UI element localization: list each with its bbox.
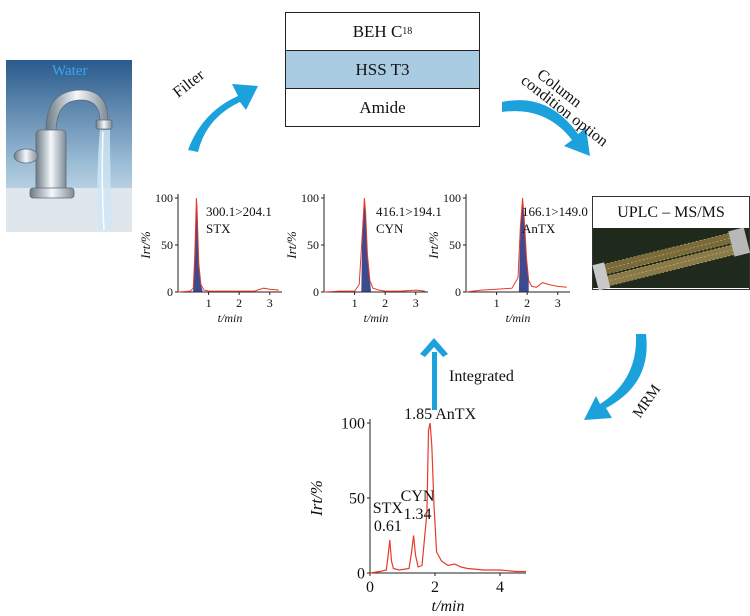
y-tick-label: 100	[341, 416, 365, 433]
column-amide: Amide	[359, 97, 406, 117]
data-series-line	[177, 197, 279, 293]
column-hss-t3: HSS T3	[286, 51, 479, 89]
y-tick-label: 0	[313, 285, 319, 299]
x-tick-label: 4	[496, 579, 504, 596]
y-tick-label: 0	[357, 566, 365, 583]
y-axis-label: Irt/%	[307, 480, 326, 517]
x-tick-label: 2	[236, 296, 242, 310]
water-label: Water	[52, 63, 88, 79]
column-beh-c18-subscript: 18	[402, 26, 413, 37]
data-series-line	[369, 422, 526, 574]
data-series-line	[465, 197, 567, 293]
transition-label: 166.1>149.0	[522, 204, 588, 219]
instrument-label: UPLC – MS/MS	[617, 203, 725, 221]
y-tick-label: 50	[349, 491, 365, 508]
x-tick-label: 3	[555, 296, 561, 310]
transition-label: 416.1>194.1	[376, 204, 442, 219]
x-axis-label: t/min	[218, 311, 243, 325]
x-tick-label: 1	[494, 296, 500, 310]
y-axis-label: Irt/%	[426, 231, 441, 260]
x-tick-label: 2	[431, 579, 439, 596]
mrm-arrow	[584, 334, 647, 420]
x-tick-label: 2	[524, 296, 530, 310]
annotation-cyn: CYN	[401, 488, 435, 505]
x-tick-label: 1	[206, 296, 212, 310]
data-series-line	[323, 197, 425, 293]
y-tick-label: 0	[455, 285, 461, 299]
y-tick-label: 50	[161, 238, 173, 252]
instrument-box: UPLC – MS/MS	[592, 196, 750, 291]
faucet-image	[6, 60, 132, 232]
transition-label: 300.1>204.1	[206, 204, 272, 219]
instrument-image	[592, 227, 750, 291]
x-axis-label: t/min	[364, 311, 389, 325]
y-tick-label: 100	[301, 191, 319, 205]
x-axis-label: t/min	[432, 598, 465, 615]
annotation-cyn-time: 1.34	[404, 506, 432, 523]
column-arrow	[502, 100, 590, 156]
integrated-label: Integrated	[449, 368, 514, 385]
annotation-stx-time: 0.61	[374, 518, 402, 535]
compound-label: STX	[206, 221, 231, 236]
column-beh-c18-label: BEH C	[352, 21, 403, 41]
y-tick-label: 100	[155, 191, 173, 205]
filter-arrow	[188, 84, 258, 152]
annotation-antx: 1.85 AnTX	[404, 406, 476, 423]
x-axis-label: t/min	[506, 311, 531, 325]
y-tick-label: 0	[167, 285, 173, 299]
y-axis-label: Irt/%	[284, 231, 299, 260]
y-tick-label: 100	[443, 191, 461, 205]
peak-fill	[518, 198, 529, 292]
compound-label: AnTX	[522, 221, 556, 236]
x-tick-label: 1	[352, 296, 358, 310]
y-tick-label: 50	[449, 238, 461, 252]
x-tick-label: 2	[382, 296, 388, 310]
x-tick-label: 3	[413, 296, 419, 310]
annotation-stx: STX	[373, 500, 404, 517]
integrated-arrow-head	[420, 338, 448, 357]
y-axis-label: Irt/%	[138, 231, 153, 260]
integrated-arrow-shaft	[432, 352, 437, 410]
compound-label: CYN	[376, 221, 404, 236]
x-tick-label: 0	[366, 579, 374, 596]
x-tick-label: 3	[267, 296, 273, 310]
y-tick-label: 50	[307, 238, 319, 252]
